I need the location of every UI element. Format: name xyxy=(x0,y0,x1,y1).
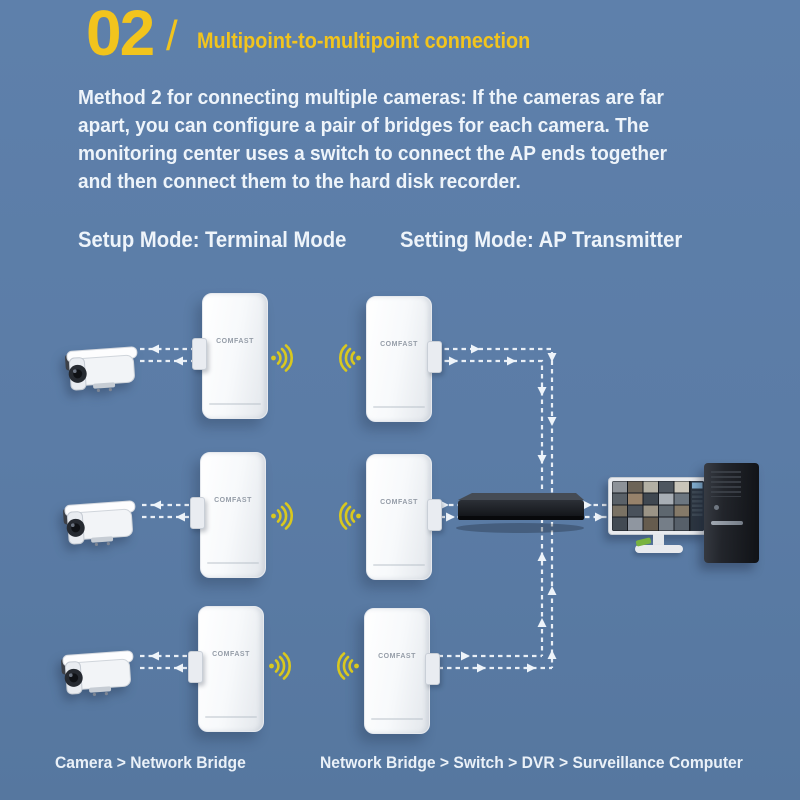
wifi-signal-icon xyxy=(336,342,362,379)
bridge-brand-label: COMFAST xyxy=(380,499,418,506)
mount-bracket xyxy=(192,338,207,370)
arrowheads xyxy=(150,344,604,673)
monitor-frame xyxy=(608,477,708,535)
bridge-brand-label: COMFAST xyxy=(378,653,416,660)
description: Method 2 for connecting multiple cameras… xyxy=(78,84,667,196)
network-bridge-2: COMFAST xyxy=(366,296,442,422)
wifi-signal-icon xyxy=(268,650,294,687)
description-line: and then connect them to the hard disk r… xyxy=(78,170,521,193)
power-button-icon xyxy=(714,505,719,510)
header-separator: / xyxy=(166,12,178,59)
monitor-stand xyxy=(653,534,664,546)
wifi-signal-icon xyxy=(270,342,296,379)
network-bridge-6: COMFAST xyxy=(364,608,440,734)
mount-bracket xyxy=(190,497,205,529)
wifi-signal-icon xyxy=(270,500,296,537)
cctv-camera-icon xyxy=(61,650,134,697)
camera-top xyxy=(62,344,146,396)
bridge-brand-label: COMFAST xyxy=(380,341,418,348)
setup-mode-label: Setup Mode: Terminal Mode xyxy=(78,227,347,252)
bridge-brand-label: COMFAST xyxy=(216,338,254,345)
setting-mode-label: Setting Mode: AP Transmitter xyxy=(400,227,683,252)
description-line: monitoring center uses a switch to conne… xyxy=(78,142,667,165)
network-bridge-3: COMFAST xyxy=(190,452,266,578)
surveillance-monitor xyxy=(608,477,708,555)
cctv-camera-icon xyxy=(65,346,138,393)
page-title: Multipoint-to-multipoint connection xyxy=(197,28,531,53)
description-line: apart, you can configure a pair of bridg… xyxy=(78,114,650,137)
network-bridge-4: COMFAST xyxy=(366,454,442,580)
mount-bracket xyxy=(188,651,203,683)
camera-middle xyxy=(60,498,144,550)
mount-bracket xyxy=(427,499,442,531)
camera-bottom xyxy=(58,648,142,700)
cctv-camera-icon xyxy=(63,500,136,547)
bridge-brand-label: COMFAST xyxy=(214,497,252,504)
wifi-signal-icon xyxy=(334,650,360,687)
caption-left: Camera > Network Bridge xyxy=(55,753,246,772)
computer-tower xyxy=(704,463,759,563)
switch-device xyxy=(450,488,590,536)
monitor-base xyxy=(635,545,683,553)
wifi-signal-icon xyxy=(336,500,362,537)
mount-bracket xyxy=(425,653,440,685)
description-line: Method 2 for connecting multiple cameras… xyxy=(78,86,664,109)
network-bridge-5: COMFAST xyxy=(188,606,264,732)
section-number: 02 xyxy=(86,0,155,69)
caption-right: Network Bridge > Switch > DVR > Surveill… xyxy=(320,753,743,772)
switch-icon xyxy=(456,493,584,533)
network-bridge-1: COMFAST xyxy=(192,293,268,419)
surveillance-feed-grid xyxy=(612,481,704,531)
bridge-brand-label: COMFAST xyxy=(212,651,250,658)
mount-bracket xyxy=(427,341,442,373)
